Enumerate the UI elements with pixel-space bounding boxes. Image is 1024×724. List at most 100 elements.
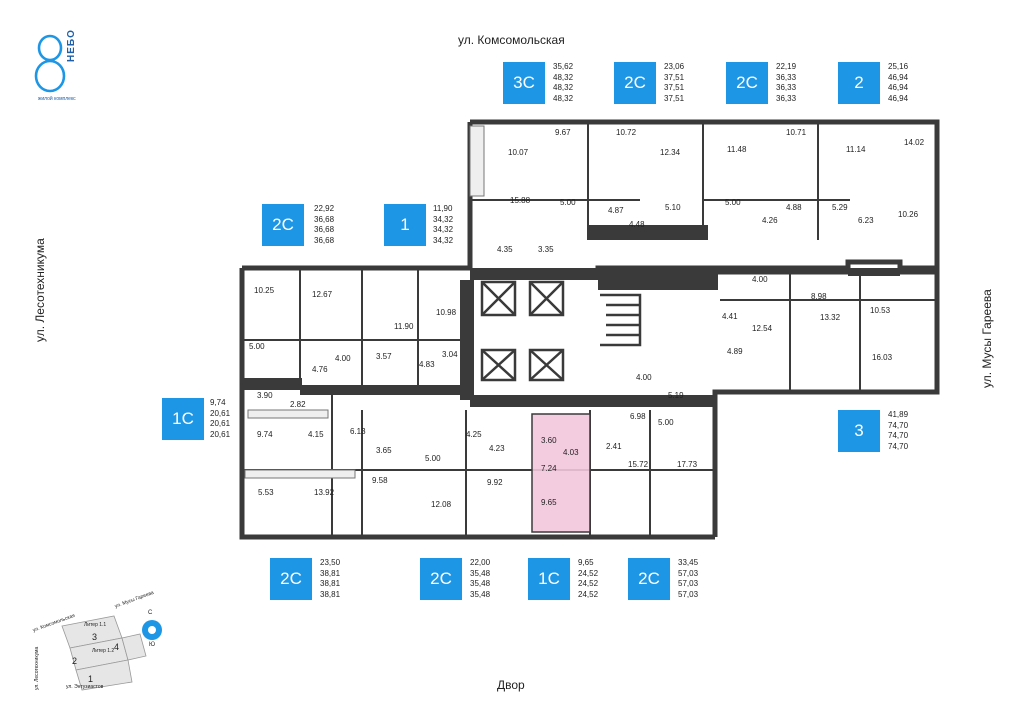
minimap-building-label: Литер 1.1 (84, 622, 107, 628)
room-area: 5.29 (832, 203, 848, 212)
room-area: 5.00 (725, 198, 741, 207)
room-area: 4.89 (727, 347, 743, 356)
room-area: 12.08 (431, 500, 452, 509)
minimap-section-4: 4 (114, 642, 120, 652)
room-area: 15.88 (510, 196, 531, 205)
room-area: 4.26 (762, 216, 778, 225)
street-bottom: Двор (497, 678, 525, 692)
compass-north-label: С (148, 610, 153, 616)
room-area: 16.03 (872, 353, 893, 362)
room-area: 2.41 (606, 442, 622, 451)
logo-eight-icon (34, 34, 66, 93)
unit-badge-2c-bottom-1[interactable]: 2С (270, 558, 312, 600)
unit-type: 1С (538, 569, 560, 588)
unit-type: 2 (854, 73, 864, 92)
room-area: 5.00 (425, 454, 441, 463)
room-area: 11.14 (846, 145, 866, 154)
unit-type: 2С (430, 569, 452, 588)
room-area: 17.73 (677, 460, 698, 469)
unit-badge-2c-left[interactable]: 2С (262, 204, 304, 246)
room-area: 9.58 (372, 476, 388, 485)
room-area: 11.48 (727, 145, 747, 154)
room-area: 9.67 (555, 128, 571, 137)
unit-type: 2С (736, 73, 758, 92)
unit-type: 2С (624, 73, 646, 92)
minimap-section-1: 1 (88, 674, 94, 684)
room-area: 4.48 (629, 220, 645, 229)
room-area: 4.76 (312, 365, 328, 374)
room-area: 3.04 (442, 350, 458, 359)
room-area: 15.72 (628, 460, 649, 469)
room-area: 3.57 (376, 352, 392, 361)
room-area: 11.90 (394, 322, 414, 331)
unit-badge-2c-top-1[interactable]: 2С (614, 62, 656, 104)
compass-south-label: Ю (149, 642, 156, 648)
room-area: 4.03 (563, 448, 579, 457)
room-area: 4.87 (608, 206, 624, 215)
room-area: 10.53 (870, 306, 891, 315)
unit-type: 2С (638, 569, 660, 588)
unit-badge-1[interactable]: 1 (384, 204, 426, 246)
unit-type: 2С (272, 215, 294, 234)
unit-type: 1С (172, 409, 194, 428)
site-minimap: ул. Комсомольская ул. Мусы Гареева ул. Л… (22, 590, 192, 698)
room-area: 10.26 (898, 210, 919, 219)
room-area: 12.34 (660, 148, 681, 157)
unit-badge-2c-bottom-3[interactable]: 2С (628, 558, 670, 600)
room-area: 13.92 (314, 488, 335, 497)
room-area: 4.15 (308, 430, 324, 439)
logo: НЕБО жилой комплекс (32, 29, 102, 102)
room-area: 8.98 (811, 292, 827, 301)
unit-badge-2c-bottom-2[interactable]: 2С (420, 558, 462, 600)
unit-type: 1 (400, 215, 410, 234)
room-area: 4.00 (636, 373, 652, 382)
unit-type: 3С (513, 73, 535, 92)
room-area: 2.82 (290, 400, 306, 409)
unit-badge-3c[interactable]: 3С (503, 62, 545, 104)
room-area: 9.92 (487, 478, 503, 487)
room-area: 6.98 (630, 412, 646, 421)
room-area: 5.00 (249, 342, 265, 351)
room-area: 13.32 (820, 313, 841, 322)
room-area: 3.60 (541, 436, 557, 445)
room-area: 9.65 (541, 498, 557, 507)
room-area: 10.72 (616, 128, 637, 137)
unit-badge-2c-top-2[interactable]: 2С (726, 62, 768, 104)
unit-badge-3[interactable]: 3 (838, 410, 880, 452)
room-area: 10.07 (508, 148, 529, 157)
minimap-section-3: 3 (92, 632, 98, 642)
room-area: 4.41 (722, 312, 738, 321)
logo-subtitle: жилой комплекс (38, 96, 76, 102)
minimap-building-label: Литер 1.2 (92, 648, 115, 654)
room-area: 9.74 (257, 430, 273, 439)
room-area: 5.00 (658, 418, 674, 427)
room-area: 6.23 (858, 216, 874, 225)
room-area: 5.53 (258, 488, 274, 497)
unit-badge-1c-left[interactable]: 1С (162, 398, 204, 440)
room-area: 4.35 (497, 245, 513, 254)
room-area: 4.00 (335, 354, 351, 363)
unit-type: 2С (280, 569, 302, 588)
minimap-section-2: 2 (72, 656, 78, 666)
room-area: 12.54 (752, 324, 773, 333)
unit-badge-2[interactable]: 2 (838, 62, 880, 104)
unit-badge-1c-bottom[interactable]: 1С (528, 558, 570, 600)
room-area: 12.67 (312, 290, 333, 299)
room-area: 4.00 (752, 275, 768, 284)
room-area: 4.23 (489, 444, 505, 453)
room-area: 14.02 (904, 138, 925, 147)
minimap-street-bottom: ул. Энтузиастов (66, 684, 104, 690)
